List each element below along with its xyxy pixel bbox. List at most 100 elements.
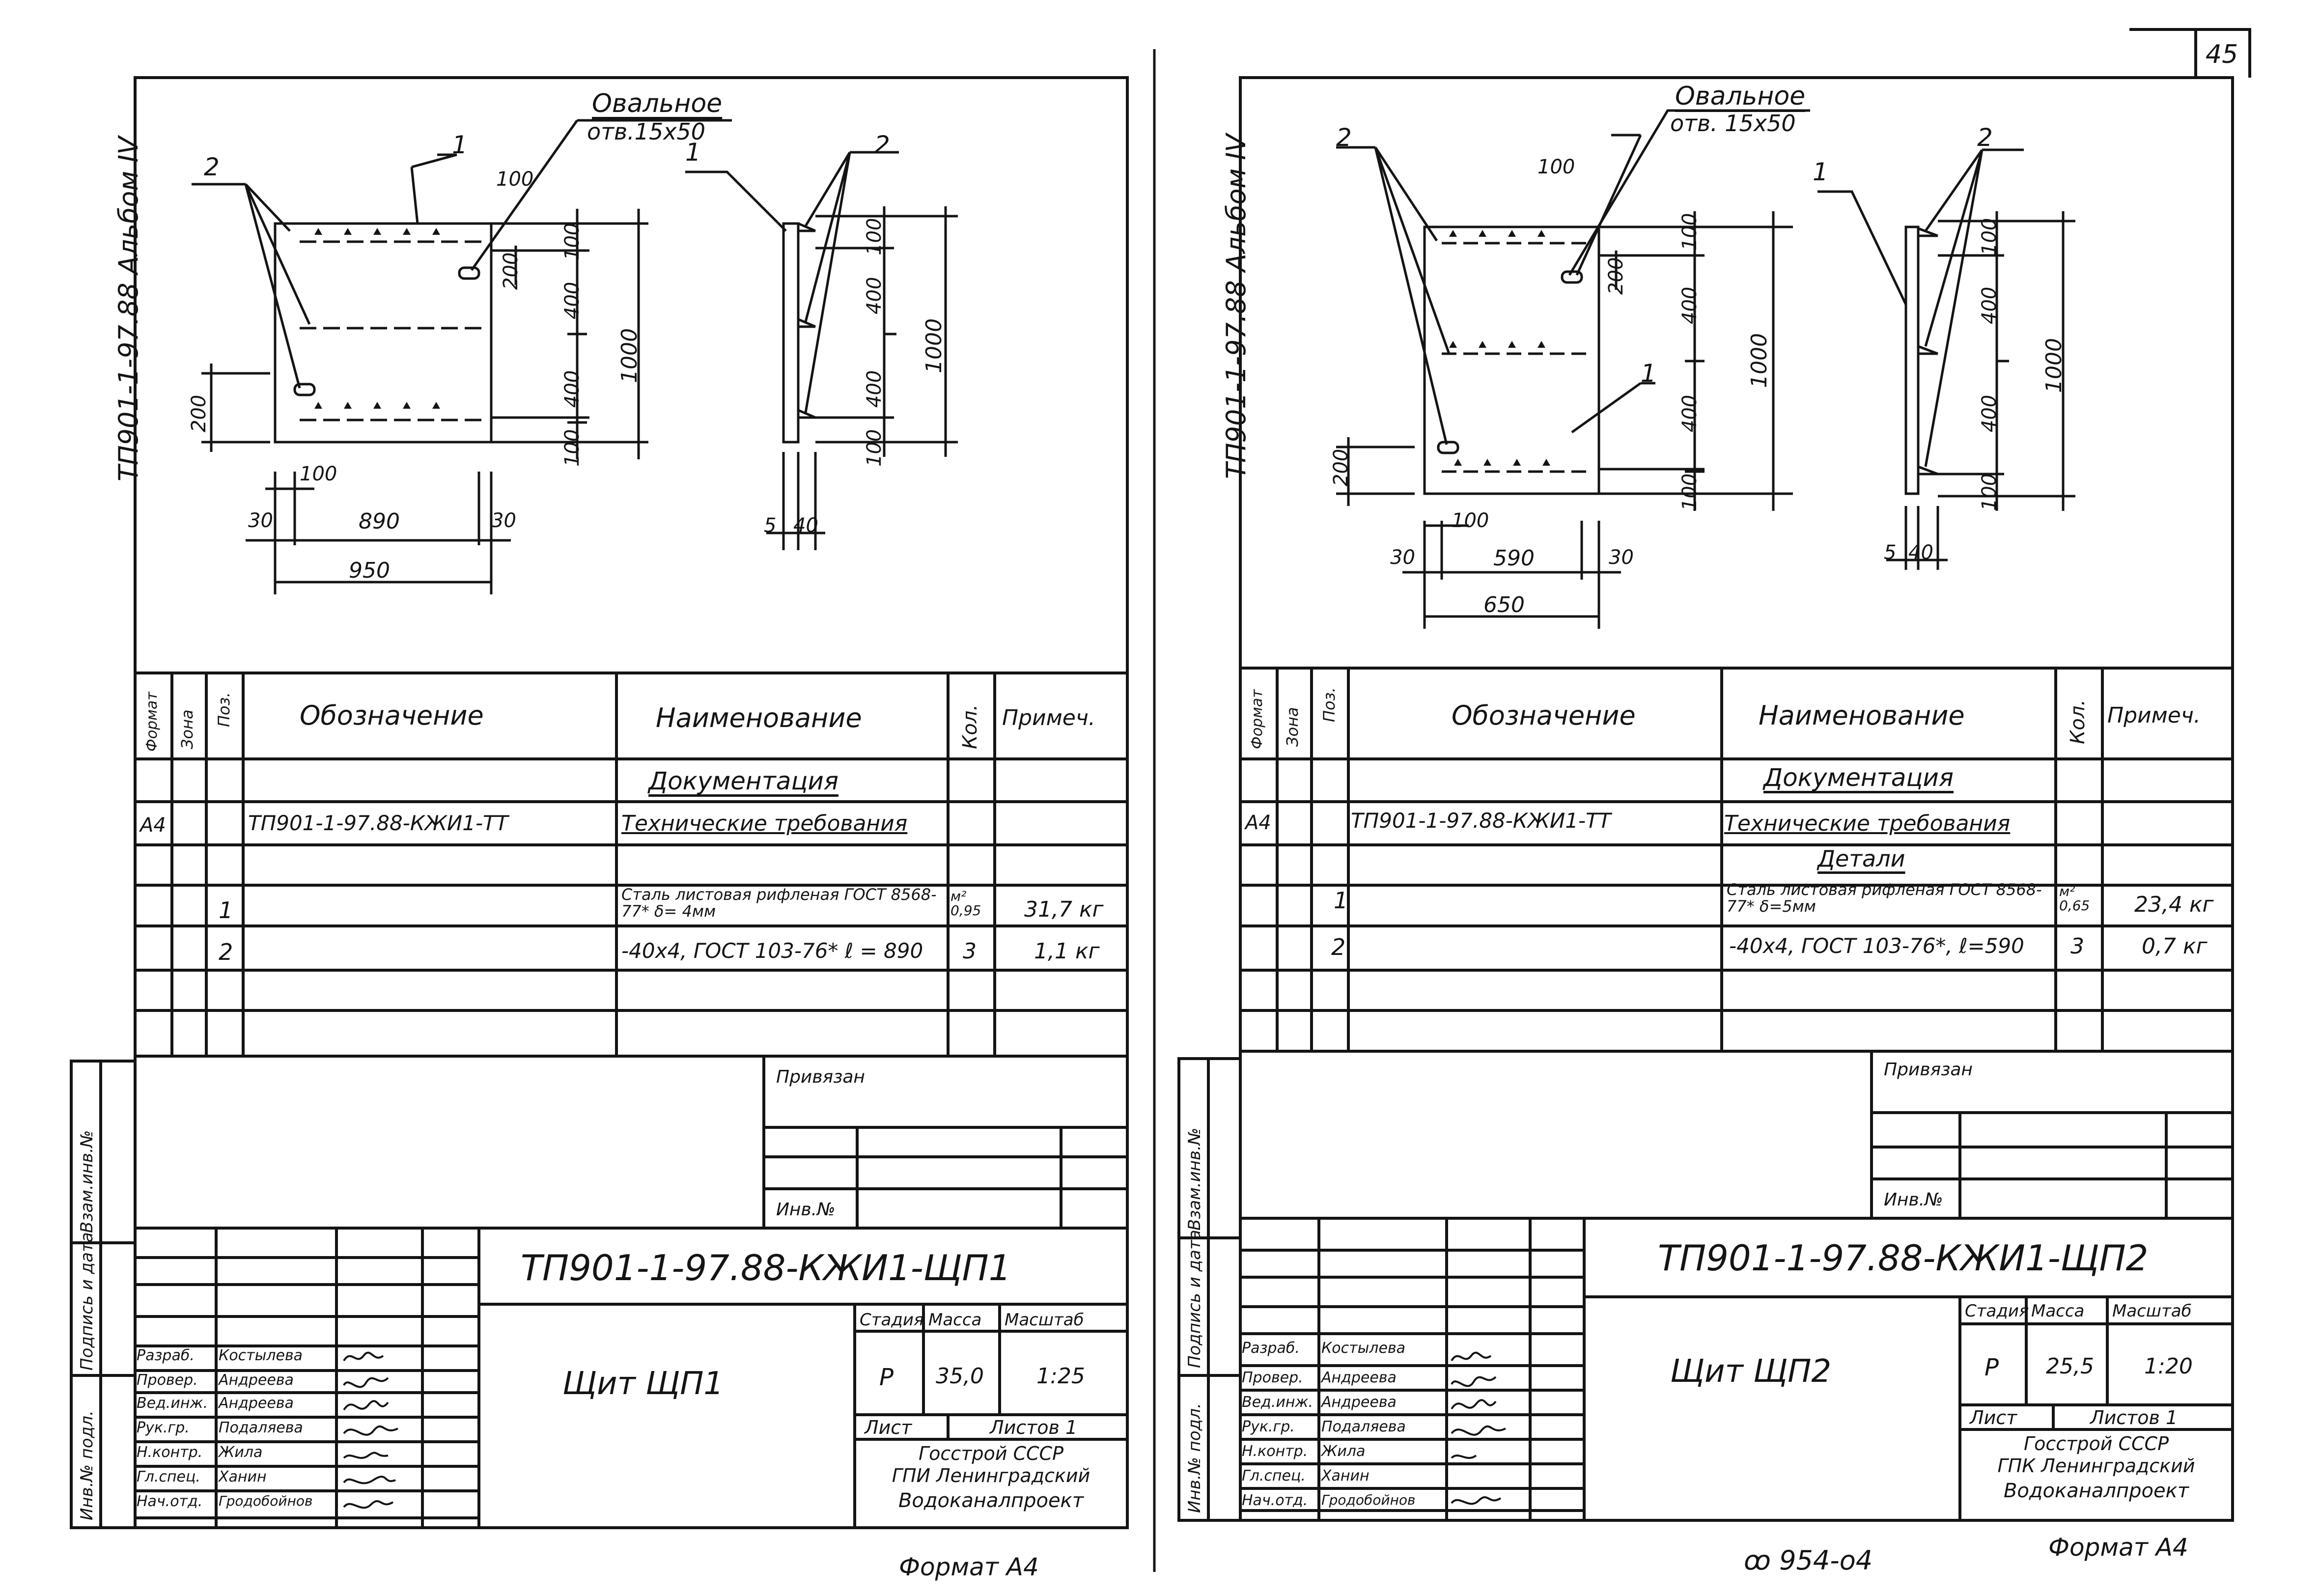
- mass-value: 25,5: [2046, 1354, 2094, 1379]
- staff-name: Гродобойнов: [219, 1493, 313, 1509]
- dim-text: 100: [1537, 156, 1575, 178]
- staff-name: Костылева: [219, 1347, 303, 1364]
- page-number: 45: [2206, 40, 2238, 69]
- staff-role: Рук.гр.: [137, 1419, 190, 1436]
- staff-role: Вед.инж.: [137, 1395, 208, 1412]
- stage-value: Р: [1985, 1354, 1999, 1381]
- bottom-code: ꝏ 954-o4: [1744, 1545, 1873, 1576]
- privyazan-label: Привязан: [1884, 1060, 1973, 1080]
- staff-role: Провер.: [1242, 1369, 1303, 1386]
- dim-text: 400: [1978, 286, 2001, 324]
- dim-text: 5: [764, 514, 777, 537]
- staff-name: Ханин: [1321, 1467, 1370, 1484]
- pos1-label-left: 1: [452, 131, 468, 159]
- margin-label: Подпись и дата: [1185, 1230, 1204, 1368]
- staff-name: Жила: [1321, 1443, 1366, 1460]
- staff-name: Андреева: [1321, 1394, 1397, 1411]
- spec-row-qty: м² 0,95: [950, 888, 981, 919]
- scale-label: Масштаб: [1005, 1310, 1084, 1330]
- dim-text: 5: [1884, 541, 1897, 564]
- spec-row-name: Технические требования: [1724, 811, 2011, 836]
- dim-text: 30: [248, 509, 273, 532]
- spec-header-zone: Зона: [1283, 707, 1302, 747]
- spec-row-note: 23,4 кг: [2134, 892, 2214, 917]
- staff-name: Костылева: [1321, 1340, 1406, 1357]
- drawing-code: ТП901-1-97.88-КЖИ1-ЩП1: [521, 1247, 1011, 1288]
- spec-header-pos: Поз.: [1320, 687, 1339, 722]
- dim-text: 30: [491, 509, 516, 532]
- spec-row-qty: м² 0,65: [2059, 883, 2090, 914]
- spec-row-pos: 1: [219, 897, 233, 924]
- spec-row-name: Документация: [648, 767, 839, 795]
- spec-row-name: Детали: [1817, 845, 1905, 872]
- dim-text: 200: [1330, 448, 1352, 486]
- drawing-title: Щит ЩП1: [562, 1366, 724, 1402]
- spec-row-pos: 2: [219, 939, 233, 965]
- callout-oval-right: Овальное: [1675, 82, 1806, 111]
- privyazan-label: Привязан: [776, 1067, 865, 1087]
- staff-role: Провер.: [137, 1372, 198, 1389]
- scale-value: 1:20: [2144, 1354, 2193, 1379]
- format-label-right: Формат А4: [2048, 1533, 2188, 1562]
- spec-row-name: Сталь листовая рифленая ГОСТ 8568-77* δ=…: [1727, 880, 2042, 916]
- callout-oval-left: Овальное: [592, 89, 723, 118]
- pos1-side-left: 1: [685, 138, 701, 167]
- stage-value: Р: [879, 1364, 894, 1391]
- spec-header-designation: Обозначение: [1452, 700, 1636, 731]
- staff-name: Андреева: [219, 1395, 294, 1412]
- mass-label: Масса: [2031, 1301, 2085, 1321]
- dim-text: 1000: [2041, 338, 2067, 393]
- dim-text: 100: [1678, 473, 1701, 511]
- margin-label: Взам.инв.№: [1185, 1127, 1204, 1231]
- spec-header-name: Наименование: [1759, 700, 1965, 731]
- margin-label: Инв.№ подл.: [1185, 1403, 1204, 1513]
- sheet-label: Лист: [1970, 1407, 2017, 1428]
- staff-role: Гл.спец.: [1242, 1467, 1306, 1484]
- spec-row-note: 1,1 кг: [1034, 939, 1100, 964]
- pos2-label-right: 2: [1336, 123, 1352, 152]
- sheets-count: Листов 1: [2090, 1407, 2178, 1428]
- format-label-left: Формат А4: [899, 1553, 1039, 1581]
- staff-role: Вед.инж.: [1242, 1394, 1313, 1411]
- dim-text: 40: [793, 514, 818, 537]
- org-line: Водоканалпроект: [2003, 1480, 2189, 1502]
- staff-name: Жила: [219, 1444, 263, 1461]
- dim-text: 100: [1678, 213, 1701, 251]
- dim-text: 100: [496, 168, 534, 191]
- spec-row-note: 0,7 кг: [2142, 934, 2208, 959]
- stage-label: Стадия: [1965, 1301, 2029, 1321]
- staff-role: Разраб.: [137, 1347, 195, 1364]
- spec-row-note: 31,7 кг: [1024, 897, 1104, 922]
- dim-text: 30: [1390, 546, 1415, 569]
- org-line: Госстрой СССР: [918, 1443, 1063, 1464]
- dim-text: 100: [1452, 509, 1489, 532]
- dim-text: 100: [1978, 218, 2001, 255]
- drawing-title: Щит ЩП2: [1670, 1353, 1832, 1390]
- sheets-count: Листов 1: [990, 1417, 1078, 1438]
- dim-text: 950: [349, 558, 390, 583]
- staff-name: Подаляева: [219, 1419, 303, 1436]
- org-line: ГПК Ленинградский: [1997, 1455, 2195, 1477]
- spec-row-format: А4: [140, 814, 166, 837]
- staff-name: Андреева: [219, 1372, 294, 1389]
- spec-row-name: Технические требования: [621, 811, 908, 836]
- staff-name: Андреева: [1321, 1369, 1397, 1386]
- staff-role: Разраб.: [1242, 1340, 1300, 1357]
- sheet-label: Лист: [865, 1417, 912, 1438]
- pos1-label-right: 1: [1641, 359, 1656, 388]
- dim-text: 40: [1908, 541, 1933, 564]
- spec-row-pos: 1: [1334, 887, 1348, 914]
- pos2-side-right: 2: [1977, 123, 1993, 152]
- staff-name: Подаляева: [1321, 1418, 1406, 1435]
- dim-text: 100: [1978, 473, 2001, 511]
- scale-label: Масштаб: [2112, 1301, 2192, 1321]
- spec-row-name: -40х4, ГОСТ 103-76*, ℓ=590: [1729, 934, 2024, 958]
- staff-role: Нач.отд.: [137, 1493, 203, 1510]
- dim-text: 100: [300, 463, 337, 485]
- staff-role: Н.контр.: [1242, 1443, 1308, 1460]
- dim-text: 200: [1605, 257, 1627, 295]
- spec-header-designation: Обозначение: [300, 700, 484, 731]
